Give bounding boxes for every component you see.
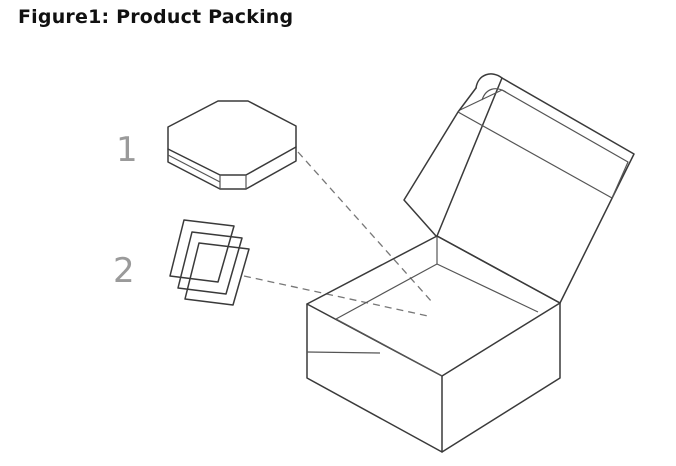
figure-title: Figure1: Product Packing bbox=[18, 6, 294, 28]
open-box bbox=[306, 73, 635, 453]
stacked-cards bbox=[169, 219, 250, 306]
leader-line-1 bbox=[297, 151, 433, 303]
callout-label-1: 1 bbox=[116, 130, 138, 170]
octagonal-puck bbox=[167, 100, 297, 190]
leader-line-2 bbox=[243, 275, 429, 317]
callout-label-2: 2 bbox=[113, 251, 135, 291]
leader-lines bbox=[243, 151, 433, 317]
